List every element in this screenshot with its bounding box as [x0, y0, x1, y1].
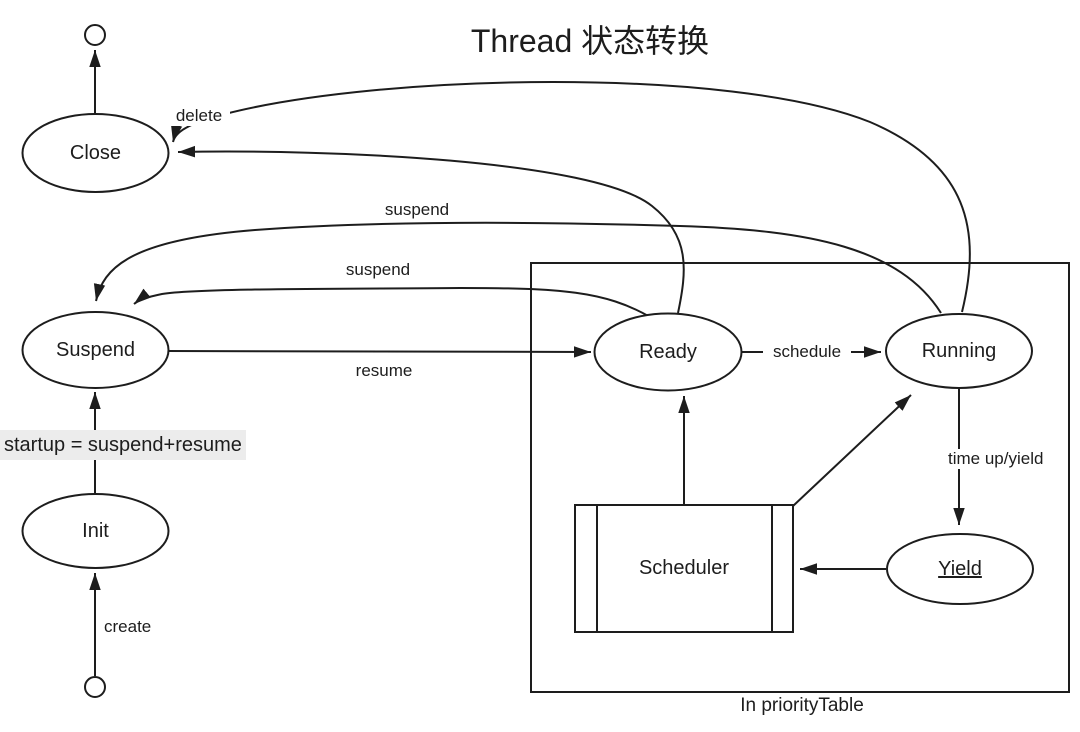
- edge-delete-from-ready: [177, 145, 685, 314]
- startup-transition-label: startup = suspend+resume: [0, 430, 246, 460]
- scheduler-node-label: Scheduler: [638, 557, 730, 579]
- suspend-from-running-label: suspend: [375, 200, 459, 220]
- create-transition-label: create: [104, 617, 152, 636]
- yield-state-label: Yield: [938, 557, 982, 580]
- diagram-title: Thread 状态转换: [470, 23, 710, 59]
- running-state-label: Running: [921, 339, 997, 362]
- resume-transition-label: resume: [355, 361, 413, 380]
- close-state-label: Close: [69, 141, 122, 164]
- edge-suspend-from-running: [93, 221, 942, 314]
- suspend-from-ready-label: suspend: [336, 260, 420, 280]
- final-state-circle: [84, 24, 106, 46]
- close-state-ellipse: [21, 113, 170, 193]
- init-state-label: Init: [82, 519, 109, 542]
- initial-state-circle: [84, 676, 106, 698]
- suspend-state-label: Suspend: [56, 338, 135, 361]
- yield-state-ellipse: [886, 533, 1034, 605]
- running-state-ellipse: [885, 313, 1033, 389]
- delete-transition-label: delete: [168, 106, 230, 126]
- scheduler-node-rect: [574, 504, 794, 633]
- ready-state-label: Ready: [639, 340, 697, 363]
- suspend-state-ellipse: [21, 311, 170, 389]
- init-state-ellipse: [21, 493, 170, 569]
- time-up-yield-label: time up/yield: [946, 449, 1046, 469]
- ready-state-ellipse: [593, 312, 743, 392]
- edge-scheduler-to-running: [792, 394, 912, 507]
- edge-resume: [166, 346, 592, 358]
- edge-suspend-from-ready: [133, 286, 651, 318]
- schedule-transition-label: schedule: [763, 342, 851, 362]
- priority-table-caption: In priorityTable: [740, 695, 864, 716]
